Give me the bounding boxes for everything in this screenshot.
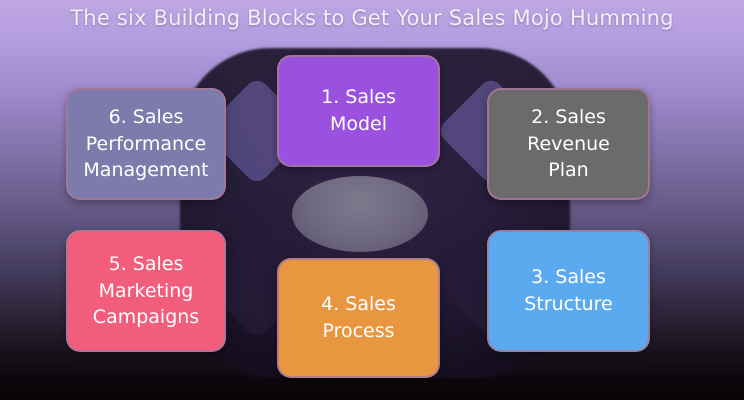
center-circle [292,176,428,252]
block-2-sales-revenue-plan[interactable]: 2. Sales Revenue Plan [487,88,650,200]
block-1-sales-model[interactable]: 1. Sales Model [277,55,440,167]
block-6-sales-performance-management[interactable]: 6. Sales Performance Management [66,88,226,200]
page-title: The six Building Blocks to Get Your Sale… [70,6,674,30]
block-4-sales-process[interactable]: 4. Sales Process [277,258,440,378]
block-3-sales-structure[interactable]: 3. Sales Structure [487,230,650,352]
block-5-sales-marketing-campaigns[interactable]: 5. Sales Marketing Campaigns [66,230,226,352]
